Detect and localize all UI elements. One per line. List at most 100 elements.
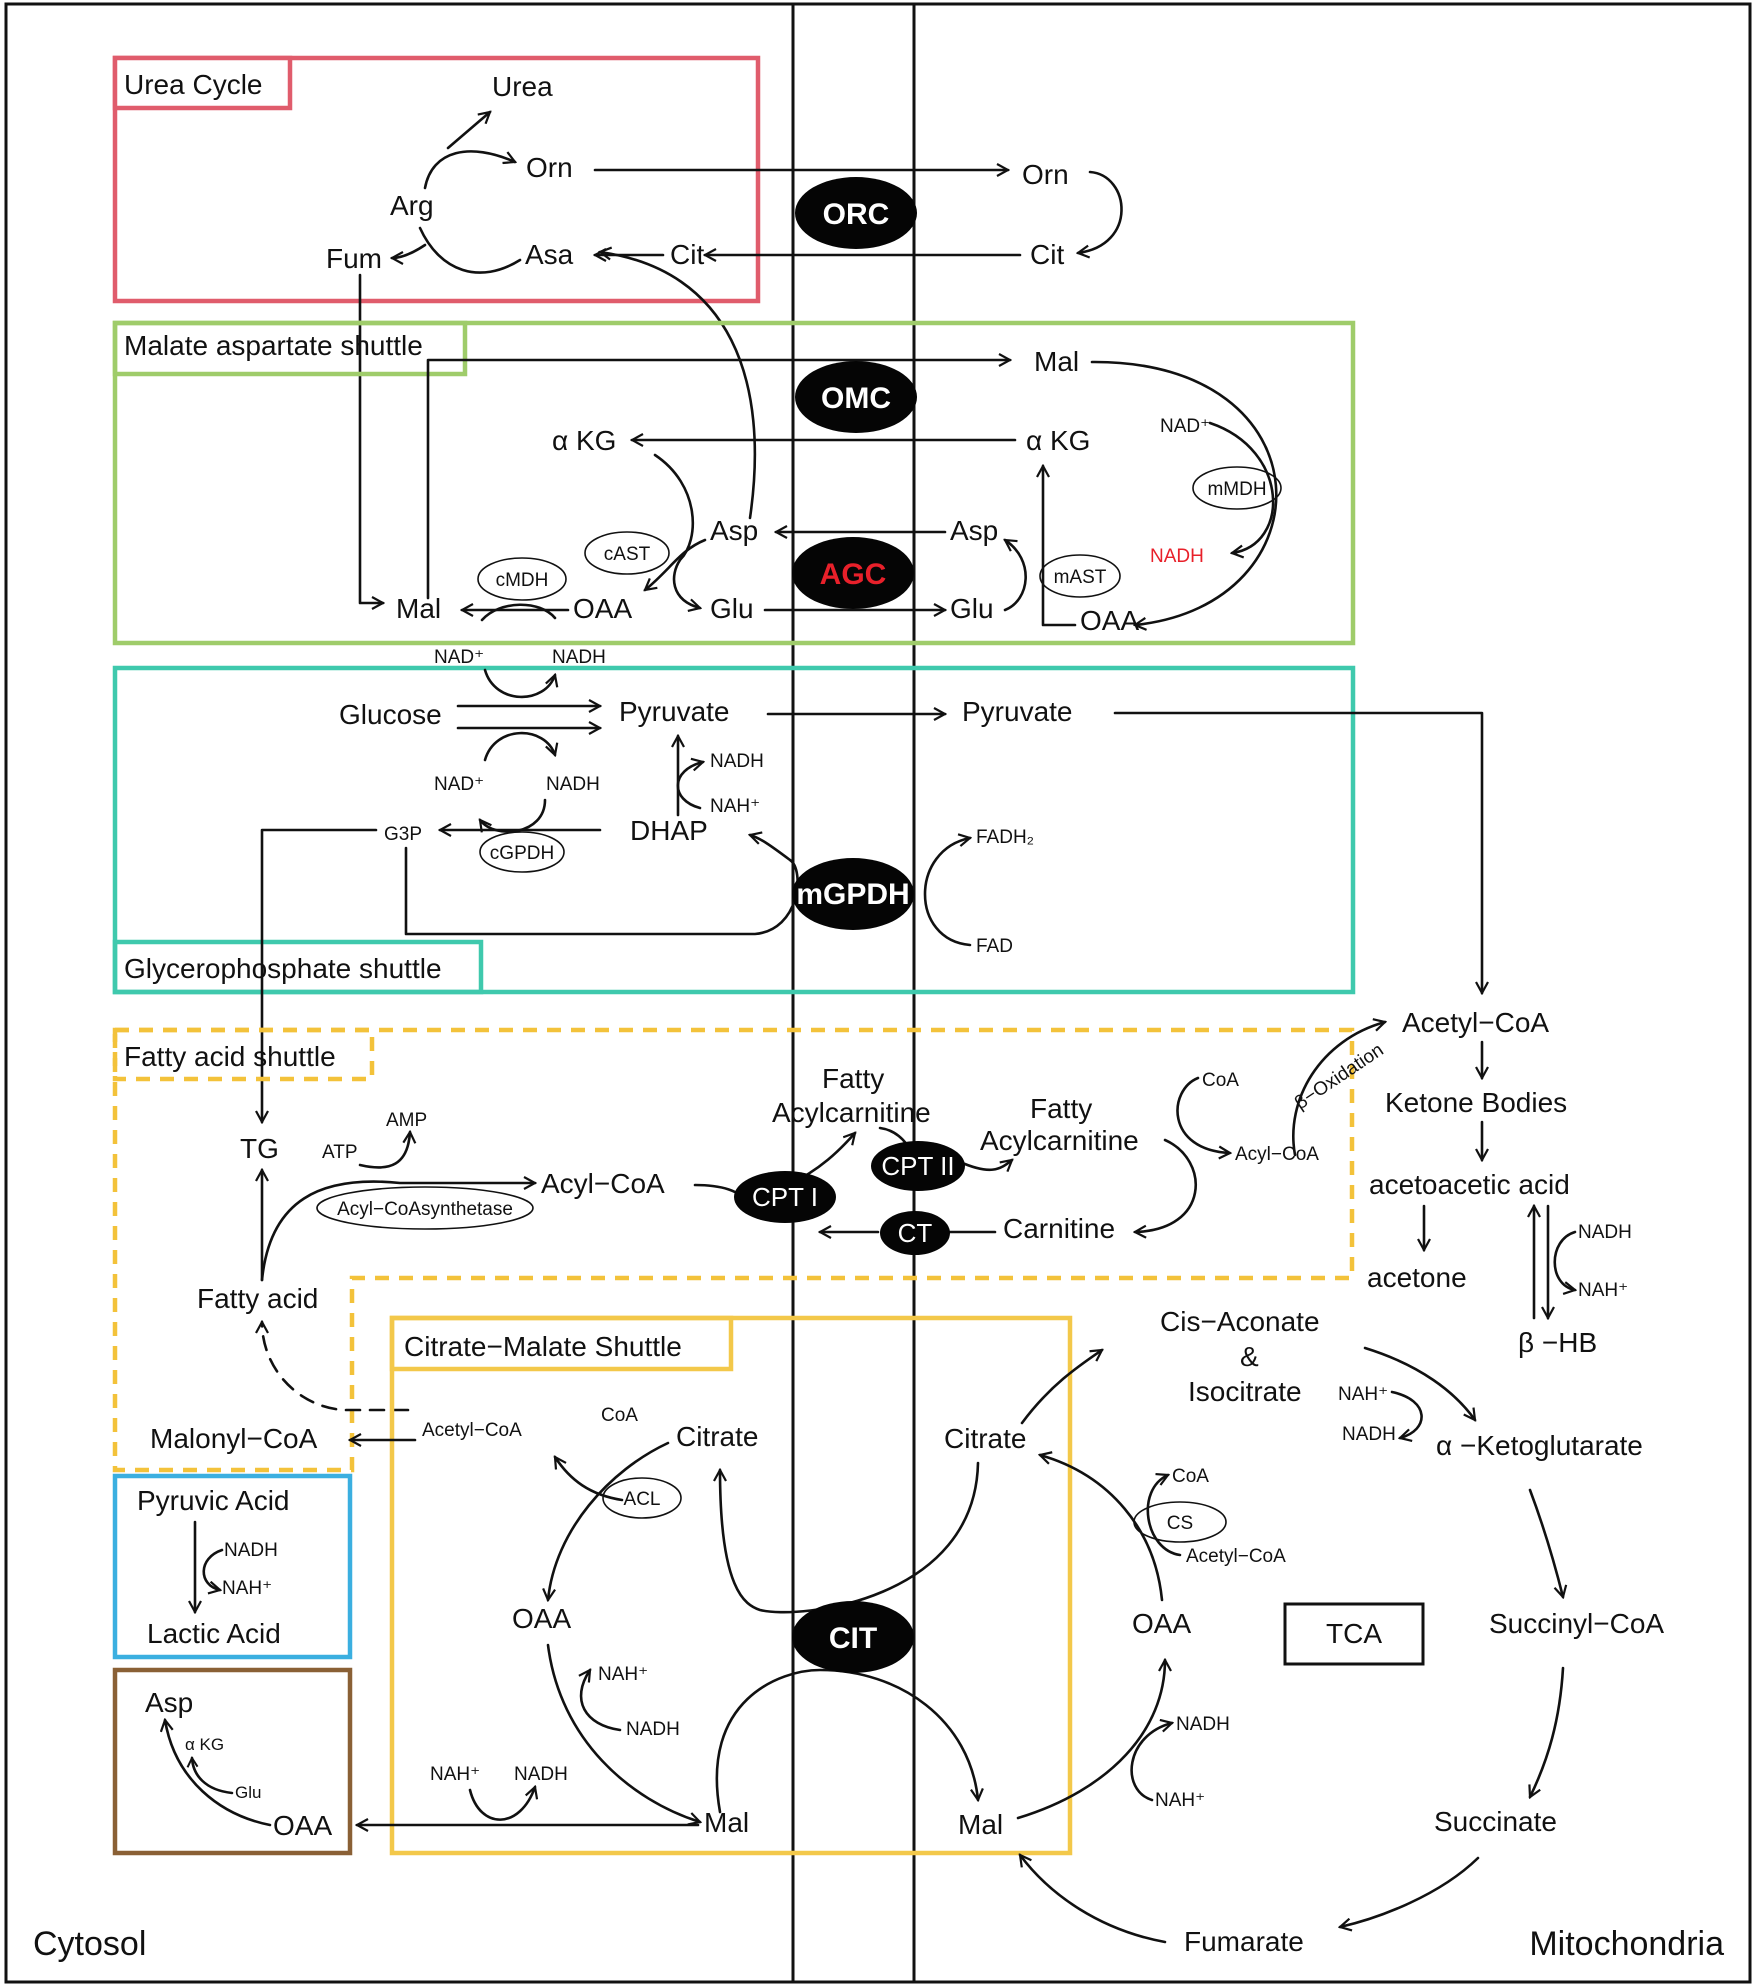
arrow-pyruvate-acetyl xyxy=(1113,711,1482,993)
arrow-cpt2-fatty-acylcarnitine xyxy=(958,1160,1012,1170)
coa-mito-label: CoA xyxy=(1172,1466,1209,1487)
cpt1-label: CPT I xyxy=(752,1182,818,1212)
nad-glyc-label: NAD⁺ xyxy=(434,774,484,795)
nadh-tca-label: NADH xyxy=(1176,1714,1230,1735)
arrow-nah-nadh-tca xyxy=(1130,1723,1172,1802)
succinate-label: Succinate xyxy=(1434,1806,1557,1837)
mast-label: mAST xyxy=(1054,567,1107,588)
arrow-akg-glu-cyt xyxy=(653,453,700,608)
outer-frame xyxy=(4,2,1752,1984)
malonyl-coa-label: Malonyl−CoA xyxy=(150,1423,318,1454)
arrow-atp-amp xyxy=(358,1132,410,1169)
cmdh-label: cMDH xyxy=(496,570,549,591)
fatty-acid-label: Fatty acid xyxy=(197,1283,318,1314)
nadh-mal-label: NADH xyxy=(514,1764,568,1785)
arrow-coa-acl xyxy=(553,1457,624,1502)
arrow-succinate-fumarate xyxy=(1340,1856,1480,1927)
fadh2-label: FADH₂ xyxy=(976,827,1034,848)
arrow-fatty-acylcarnitine-acylcoa xyxy=(1135,1138,1197,1232)
arrow-glu-asp-mito xyxy=(1005,538,1027,612)
arrow-nah-nadh-dhap xyxy=(676,762,703,810)
isocitrate-label: Isocitrate xyxy=(1188,1376,1302,1407)
pyruvic-acid-label: Pyruvic Acid xyxy=(137,1485,290,1516)
nah-iso-label: NAH⁺ xyxy=(1338,1384,1388,1405)
ct-label: CT xyxy=(898,1218,933,1248)
arrow-cmdh-nadh xyxy=(480,603,557,622)
glycerophosphate-title: Glycerophosphate shuttle xyxy=(124,953,442,984)
arrow-nad-nadh-mito xyxy=(1208,421,1275,553)
acetyl-coa-cs-label: Acetyl−CoA xyxy=(1186,1546,1286,1567)
citrate-mito-label: Citrate xyxy=(944,1423,1026,1454)
orc-label: ORC xyxy=(823,198,890,231)
arrow-coa-acylcoa xyxy=(1176,1076,1230,1153)
arrow-fumarate-mal xyxy=(1020,1855,1167,1944)
tg-label: TG xyxy=(240,1133,279,1164)
arrow-oaa-asp-b xyxy=(165,1720,272,1827)
arrow-asa-fum xyxy=(392,226,522,274)
mal-mito-label: Mal xyxy=(1034,346,1079,377)
cs-label: CS xyxy=(1167,1513,1193,1534)
fatty-acylcarnitine-mito-line2: Acylcarnitine xyxy=(980,1125,1139,1156)
arrow-nadh-nah-keto xyxy=(1553,1230,1575,1290)
nadh-glyc-label: NADH xyxy=(546,774,600,795)
acyl-coa-mito-label: Acyl−CoA xyxy=(1235,1144,1319,1165)
nah-tca-label: NAH⁺ xyxy=(1155,1790,1205,1811)
oaa-b-label: OAA xyxy=(273,1810,332,1841)
mal-cyt-label: Mal xyxy=(396,593,441,624)
ct-transporter xyxy=(880,1211,950,1255)
cit-mito-label: Cit xyxy=(1030,239,1064,270)
cgpdh-label: cGPDH xyxy=(490,843,554,864)
agc-label: AGC xyxy=(820,558,887,591)
pyruvate-cyt-label: Pyruvate xyxy=(619,696,730,727)
arrow-mal-transport-cm xyxy=(715,1668,978,1814)
fumarate-label: Fumarate xyxy=(1184,1926,1304,1957)
akg-mito-label: α KG xyxy=(1026,425,1090,456)
nah-pyr-label: NAH⁺ xyxy=(222,1578,272,1599)
akg-cyt-label: α KG xyxy=(552,425,616,456)
nad-mmdh-label: NAD⁺ xyxy=(1160,416,1210,437)
oaa-cm-label: OAA xyxy=(512,1603,571,1634)
asa-label: Asa xyxy=(525,239,574,270)
fatty-acylcarnitine-cyt-line2: Acylcarnitine xyxy=(772,1097,931,1128)
acetone-label: acetone xyxy=(1367,1262,1467,1293)
malate-aspartate-title-box xyxy=(112,320,468,377)
arrow-citrate-cisaconate xyxy=(1020,1348,1102,1425)
tca-label: TCA xyxy=(1326,1618,1382,1649)
mast-enzyme xyxy=(1039,554,1121,598)
arrow-nah-nadh-mal xyxy=(468,1787,535,1821)
arrow-oaa-akg-mito xyxy=(1043,466,1077,627)
glycerophosphate-title-box xyxy=(112,939,484,995)
and-sign-label: & xyxy=(1240,1341,1259,1372)
glucose-label: Glucose xyxy=(339,699,442,730)
cpt1-transporter xyxy=(734,1171,836,1223)
fad-label: FAD xyxy=(976,936,1013,957)
cast-label: cAST xyxy=(604,544,651,565)
arrow-asp-oaa-cyt xyxy=(645,538,707,590)
mitochondria-label: Mitochondria xyxy=(1529,1925,1724,1963)
nah-keto-label: NAH⁺ xyxy=(1578,1280,1628,1301)
glu-b-label: Glu xyxy=(235,1783,261,1802)
arrow-nad-nadh-glycolysis-bottom xyxy=(483,731,555,762)
asp-mito-label: Asp xyxy=(950,515,998,546)
orn-cyt-label: Orn xyxy=(526,152,573,183)
glu-mito-label: Glu xyxy=(950,593,994,624)
arrow-arg-urea xyxy=(446,112,490,150)
oaa-cyt-label: OAA xyxy=(573,593,632,624)
coa-cyt-label: CoA xyxy=(601,1405,638,1426)
cit-cyt-label: Cit xyxy=(670,239,704,270)
arrow-citrate-transport xyxy=(720,1461,980,1614)
acyl-coa-synthetase-enzyme xyxy=(316,1186,534,1230)
cis-aconate-label: Cis−Aconate xyxy=(1160,1306,1320,1337)
dhap-label: DHAP xyxy=(630,815,708,846)
arrow-citrate-oaa-cyt xyxy=(548,1441,670,1600)
nah-mal-label: NAH⁺ xyxy=(430,1764,480,1785)
ketone-bodies-label: Ketone Bodies xyxy=(1385,1087,1567,1118)
lactic-acid-label: Lactic Acid xyxy=(147,1618,281,1649)
coa-fa-label: CoA xyxy=(1202,1070,1239,1091)
arrow-isocitrate-akg xyxy=(1363,1346,1475,1420)
glycerophosphate-box xyxy=(112,665,1356,995)
fum-label: Fum xyxy=(326,243,382,274)
orc-transporter xyxy=(795,177,917,249)
arrow-mal-oaa-mito xyxy=(1090,360,1278,625)
glu-cyt-label: Glu xyxy=(710,593,754,624)
